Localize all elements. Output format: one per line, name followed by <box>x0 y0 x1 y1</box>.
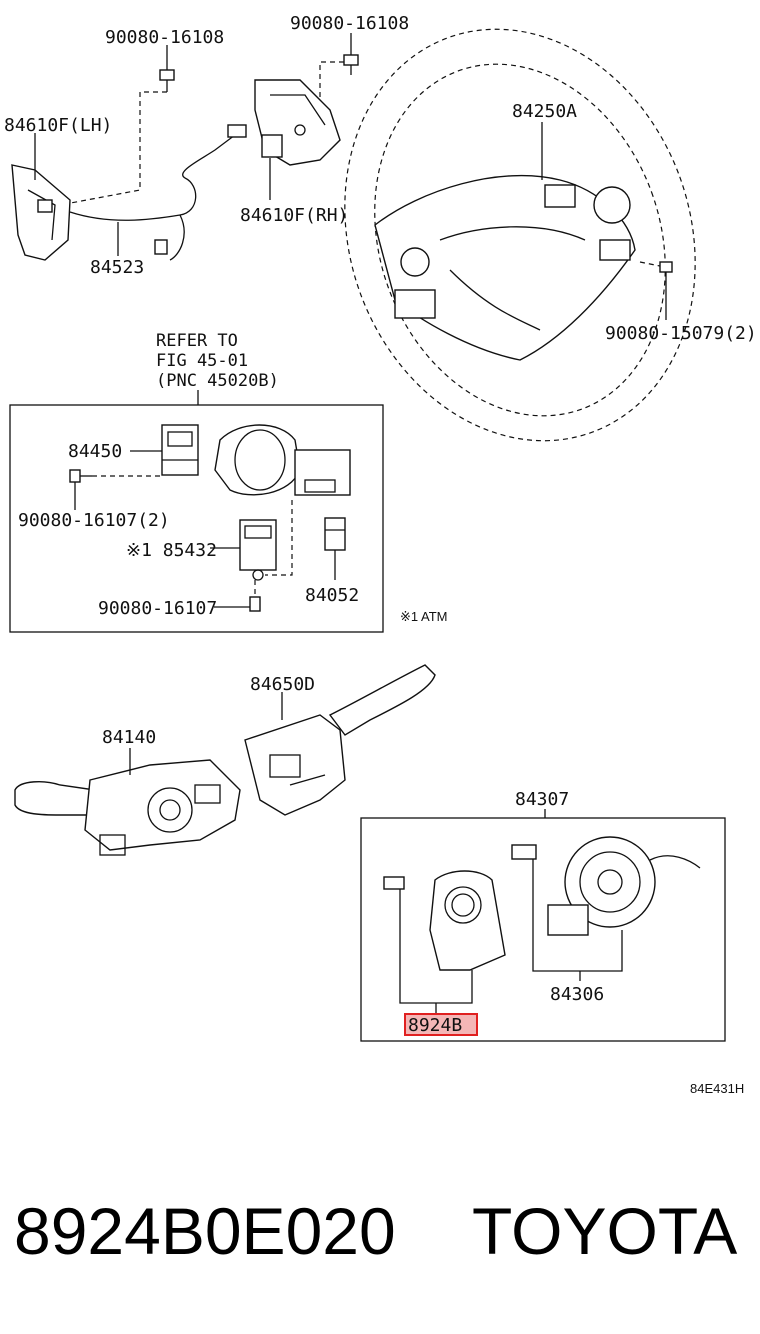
diagram-code: 84E431H <box>690 1081 744 1096</box>
unlock-warning-switch-icon <box>324 517 346 551</box>
label-90080-16108-right: 90080-16108 <box>290 13 409 34</box>
refer-note-line3: (PNC 45020B) <box>156 371 279 391</box>
label-84140: 84140 <box>102 727 156 748</box>
steering-switch-lh-icon <box>11 164 71 261</box>
label-90080-16107: 90080-16107 <box>98 598 217 619</box>
wiper-switch-icon <box>244 664 436 816</box>
bolt-icon <box>249 596 261 612</box>
steering-angle-sensor-icon <box>383 870 506 971</box>
label-90080-16107-2: 90080-16107(2) <box>18 510 170 531</box>
steering-switch-rh-icon <box>254 79 341 166</box>
footer-brand: TOYOTA <box>472 1194 737 1268</box>
refer-note-line2: FIG 45-01 <box>156 351 248 371</box>
label-84610F-LH: 84610F(LH) <box>4 115 112 136</box>
spiral-cable-icon <box>511 836 701 936</box>
label-8924B[interactable]: 8924B <box>408 1015 462 1036</box>
label-84450: 84450 <box>68 441 122 462</box>
label-90080-16108-left: 90080-16108 <box>105 27 224 48</box>
footer-part-number: 8924B0E020 <box>14 1194 396 1268</box>
label-84307: 84307 <box>515 789 569 810</box>
headlight-switch-icon <box>14 759 241 856</box>
highlight-box-8924B <box>404 1013 478 1036</box>
label-84523: 84523 <box>90 257 144 278</box>
bolt-icon <box>659 261 673 280</box>
refer-note-line1: REFER TO <box>156 331 238 351</box>
label-84250A: 84250A <box>512 101 577 122</box>
label-85432: ※1 85432 <box>126 540 217 561</box>
transponder-coil-icon <box>161 424 199 476</box>
lock-motor-icon <box>239 519 277 581</box>
bolt-icon <box>159 69 175 92</box>
bolt-icon <box>69 469 92 483</box>
group-box-ignition <box>9 404 384 633</box>
group-box-spiral-cable <box>360 817 726 1042</box>
wire-harness-icon <box>69 134 236 221</box>
label-84306: 84306 <box>550 984 604 1005</box>
steering-wheel-icon <box>344 28 696 442</box>
label-84052: 84052 <box>305 585 359 606</box>
atm-note: ※1 ATM <box>400 609 448 624</box>
steering-lock-housing-icon <box>214 424 351 496</box>
label-90080-15079: 90080-15079(2) <box>605 323 757 344</box>
label-84610F-RH: 84610F(RH) <box>240 205 348 226</box>
label-84650D: 84650D <box>250 674 315 695</box>
bolt-icon <box>343 54 359 75</box>
